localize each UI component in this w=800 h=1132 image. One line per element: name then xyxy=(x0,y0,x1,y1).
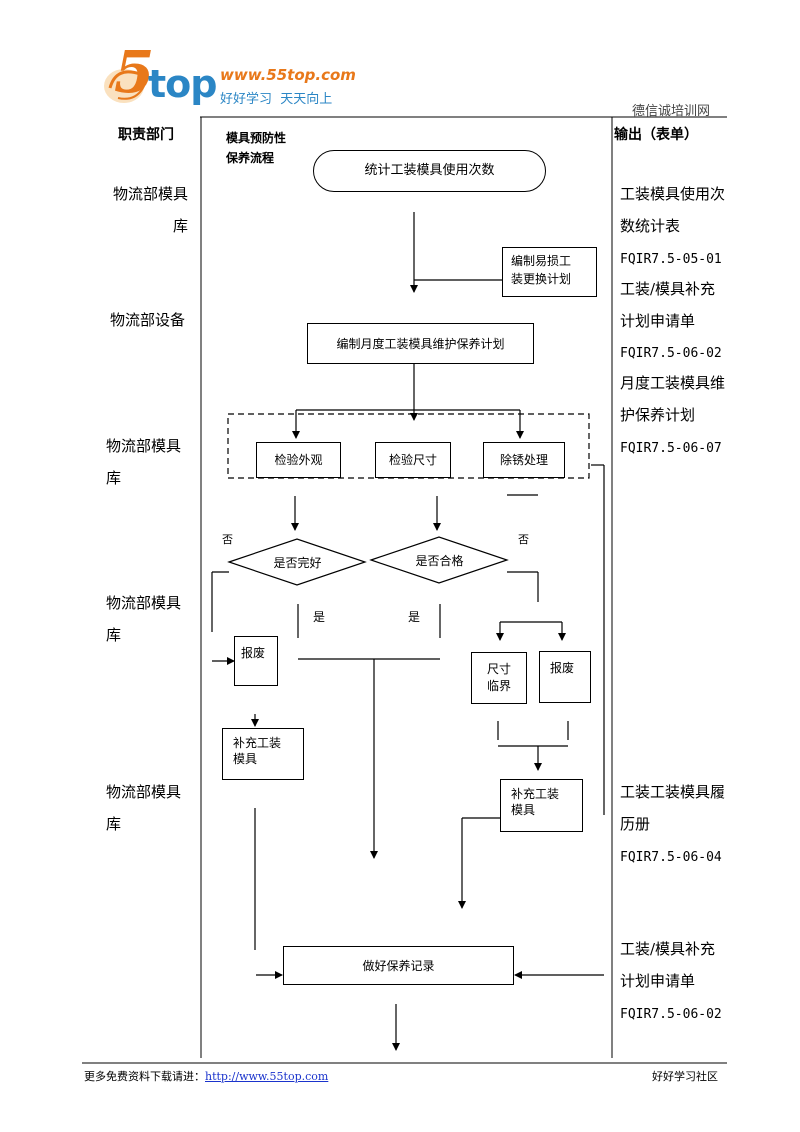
logo: 5 top www.55top.com 好好学习 天天向上 xyxy=(96,38,366,114)
logo-url: www.55top.com xyxy=(220,66,356,84)
start-terminal: 统计工装模具使用次数 xyxy=(313,150,546,192)
logo-swirl-icon xyxy=(104,69,145,103)
footer-right: 好好学习社区 xyxy=(652,1070,718,1083)
check-appearance-box: 检验外观 xyxy=(256,442,341,478)
size-critical-box: 尺寸 临界 xyxy=(471,652,527,704)
department-2: 物流部设备 xyxy=(110,311,186,329)
output-1-code: FQIR7.5-05-01 xyxy=(620,252,722,267)
no-left-label: 否 xyxy=(222,533,233,546)
footer-link[interactable]: http://www.55top.com xyxy=(205,1070,329,1083)
output-4-text: 工装工装模具履 历册 xyxy=(620,783,726,833)
scrap-right-box: 报废 xyxy=(539,651,591,703)
logo-top: top xyxy=(148,62,217,106)
scrap-left-box: 报废 xyxy=(234,636,278,686)
logo-five: 5 xyxy=(114,38,155,106)
column-header-output: 输出（表单） xyxy=(614,127,698,143)
output-5-text: 工装/模具补充 计划申请单 xyxy=(620,940,716,990)
decision-pass-label: 是否合格 xyxy=(415,553,464,568)
footer-prefix: 更多免费资料下载请进： xyxy=(84,1070,205,1083)
replenish-right-box: 补充工装 模具 xyxy=(500,779,583,832)
column-header-dept: 职责部门 xyxy=(118,127,174,143)
column-header-flow: 模具预防性 保养流程 xyxy=(226,131,287,165)
yes-left-label: 是 xyxy=(313,610,326,624)
output-2-text: 工装/模具补充 计划申请单 xyxy=(620,280,716,330)
output-3-code: FQIR7.5-06-07 xyxy=(620,441,722,456)
logo-slogan: 好好学习 天天向上 xyxy=(220,92,333,107)
monthly-plan-box: 编制月度工装模具维护保养计划 xyxy=(307,323,534,364)
spare-plan-box: 编制易损工 装更换计划 xyxy=(502,247,597,297)
output-5-code: FQIR7.5-06-02 xyxy=(620,1007,722,1022)
maintenance-record-box: 做好保养记录 xyxy=(283,946,514,985)
decision-intact-label: 是否完好 xyxy=(273,555,322,570)
replenish-left-box: 补充工装 模具 xyxy=(222,728,304,780)
site-name: 德信诚培训网 xyxy=(632,104,711,119)
department-3: 物流部模具 库 xyxy=(106,437,182,487)
yes-right-label: 是 xyxy=(408,610,421,624)
footer-note: 更多免费资料下载请进：http://www.55top.com xyxy=(84,1068,328,1084)
output-1-text: 工装模具使用次 数统计表 xyxy=(620,185,726,235)
department-1: 物流部模具 库 xyxy=(112,185,188,235)
output-2-code: FQIR7.5-06-02 xyxy=(620,346,722,361)
no-right-label: 否 xyxy=(518,533,529,546)
check-size-box: 检验尺寸 xyxy=(375,442,451,478)
department-4: 物流部模具 库 xyxy=(106,594,182,644)
derust-box: 除锈处理 xyxy=(483,442,565,478)
department-5: 物流部模具 库 xyxy=(106,783,182,833)
output-4-code: FQIR7.5-06-04 xyxy=(620,850,722,865)
output-3-text: 月度工装模具维 护保养计划 xyxy=(620,374,726,424)
